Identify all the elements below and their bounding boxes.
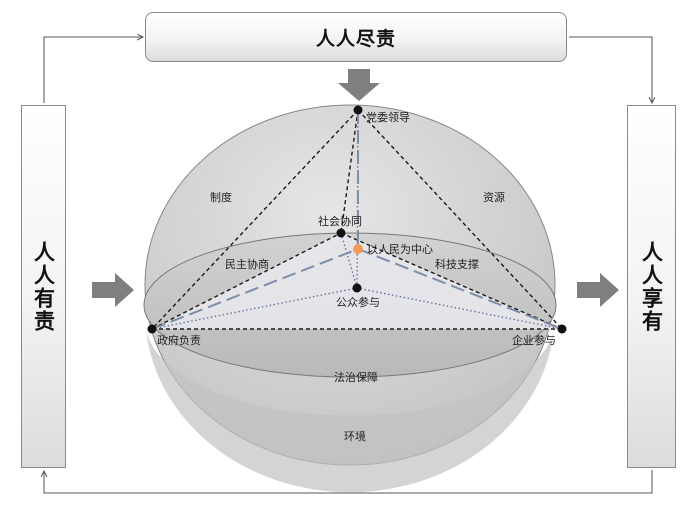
connector-top-right (569, 36, 652, 103)
label-social: 社会协同 (318, 214, 362, 228)
label-tech: 科技支撑 (435, 257, 479, 271)
node-government (147, 324, 157, 334)
label-government: 政府负责 (157, 333, 201, 347)
node-social (336, 228, 346, 238)
label-enterprise: 企业参与 (512, 333, 556, 347)
node-party (353, 105, 363, 115)
right-arrow-right (577, 273, 619, 307)
label-democracy: 民主协商 (225, 257, 269, 271)
left-box-label: 人人有责 (31, 240, 56, 333)
top-box: 人人尽责 (145, 12, 567, 62)
label-party: 党委领导 (366, 111, 410, 124)
node-public (352, 283, 362, 293)
node-center (353, 244, 363, 254)
label-law: 法治保障 (334, 370, 378, 384)
right-box: 人人享有 (627, 105, 676, 468)
center-dashes (151, 110, 563, 330)
label-environment: 环境 (344, 429, 366, 443)
left-box: 人人有责 (21, 105, 66, 468)
right-box-label: 人人享有 (639, 240, 664, 333)
right-arrow-left (92, 273, 134, 307)
label-system: 制度 (210, 190, 232, 204)
inner-triangle-fill (152, 233, 562, 329)
node-enterprise (557, 324, 567, 334)
connector-bottom (44, 470, 653, 494)
label-resources: 资源 (483, 190, 505, 204)
top-box-label: 人人尽责 (315, 27, 396, 50)
sphere-lower-shade (146, 330, 554, 493)
label-public: 公众参与 (336, 295, 380, 309)
pyramid-edges (151, 109, 563, 330)
connector-top-left (43, 37, 143, 103)
label-center: 以人民为中心 (367, 243, 433, 256)
down-arrow (338, 69, 380, 101)
